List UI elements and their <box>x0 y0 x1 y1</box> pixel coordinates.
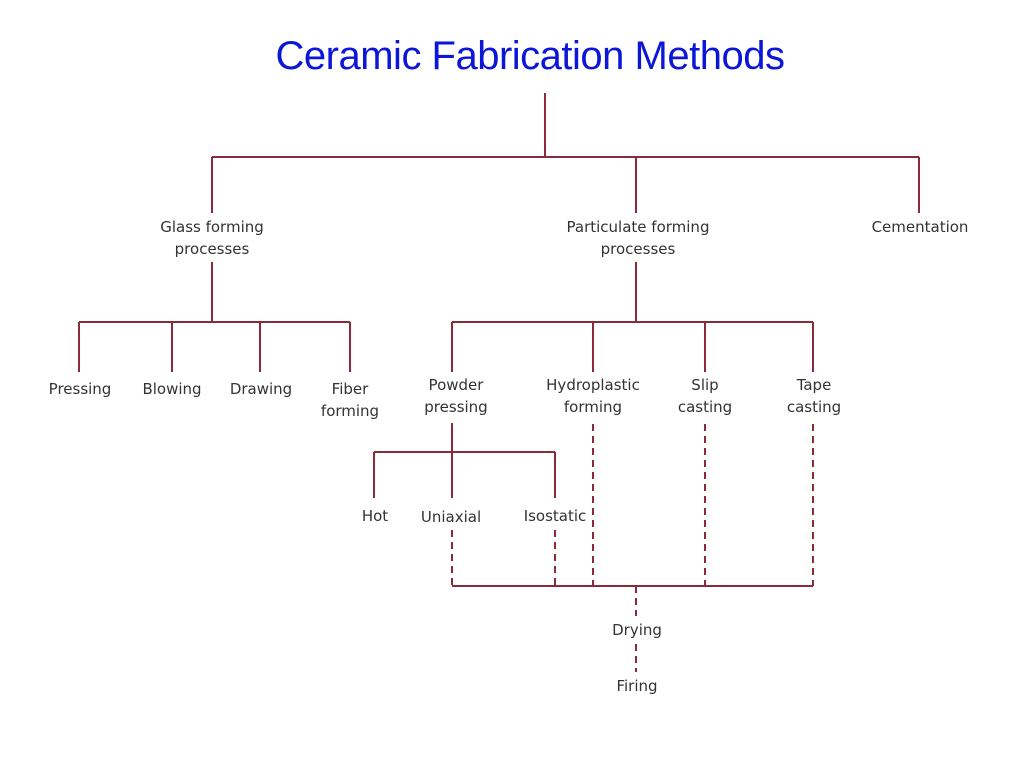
node-drawing: Drawing <box>229 380 293 398</box>
node-pressing: Pressing <box>48 380 112 398</box>
node-firing: Firing <box>616 677 658 695</box>
node-hydroplastic-forming: Hydroplastic forming <box>546 376 640 416</box>
node-particulate-forming: Particulate forming processes <box>566 218 710 258</box>
node-isostatic: Isostatic <box>523 507 587 525</box>
node-tape-casting: Tape casting <box>786 376 842 416</box>
node-drying: Drying <box>612 621 662 639</box>
node-hot: Hot <box>361 507 389 525</box>
node-uniaxial: Uniaxial <box>420 508 482 526</box>
node-fiber-forming: Fiber forming <box>320 380 380 420</box>
node-slip-casting: Slip casting <box>677 376 733 416</box>
page-title: Ceramic Fabrication Methods <box>275 34 785 78</box>
node-blowing: Blowing <box>142 380 202 398</box>
node-cementation: Cementation <box>871 218 969 236</box>
node-glass-forming: Glass forming processes <box>160 218 264 258</box>
node-powder-pressing: Powder pressing <box>424 376 488 416</box>
